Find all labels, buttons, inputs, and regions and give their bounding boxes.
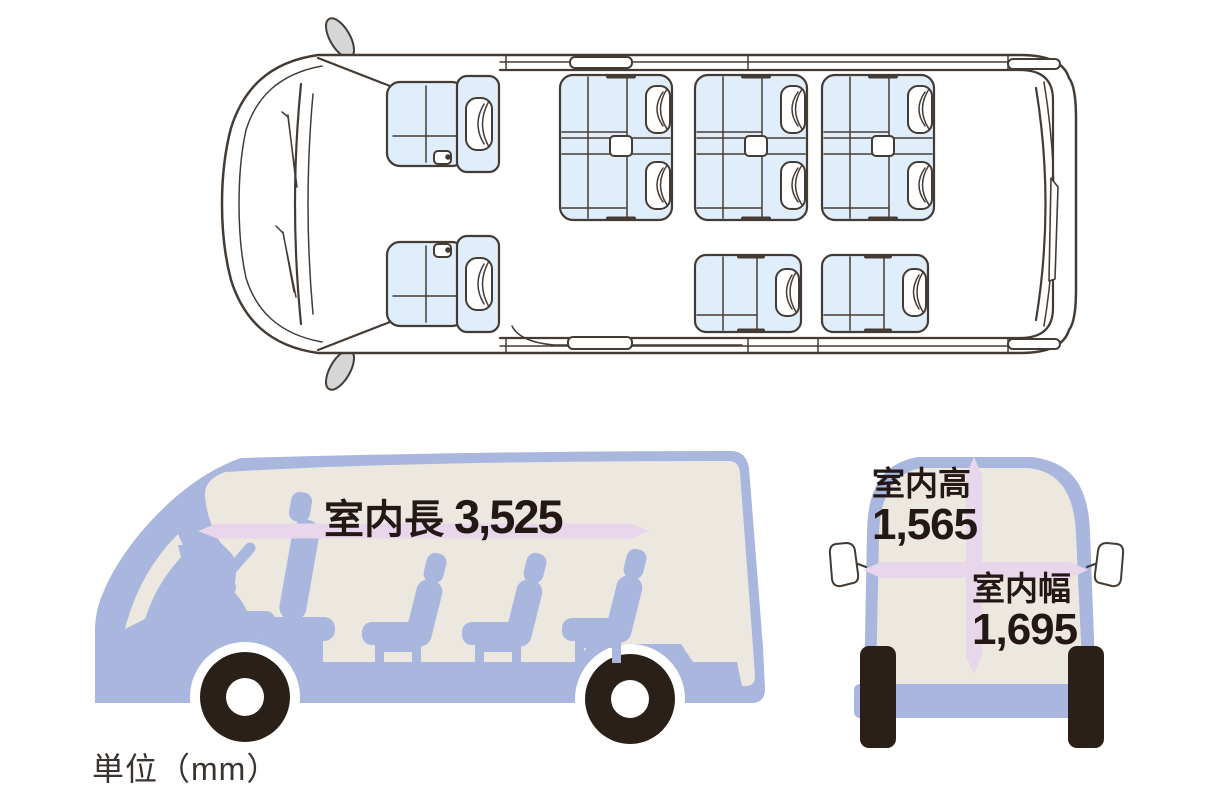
third-row-bench-seat — [693, 73, 809, 222]
interior-width-dimension: 室内幅 1,695 — [972, 570, 1078, 654]
seatbelt-buckle — [433, 150, 452, 165]
rear-view-left-mirror-icon — [828, 542, 860, 588]
rear-left-wheel — [860, 646, 896, 748]
rear-right-wheel — [1068, 646, 1104, 748]
fourth-row-single-seat — [820, 253, 930, 334]
front-bumper-line — [238, 65, 323, 343]
rear-bumper — [854, 684, 1104, 718]
interior-height-label: 室内高 — [872, 465, 971, 502]
window-sill — [1007, 58, 1061, 70]
steering-column — [209, 582, 237, 604]
interior-length-label: 室内長 — [324, 498, 444, 542]
steering-wheel-icon — [210, 542, 256, 593]
cowl-line — [307, 93, 314, 315]
unit-note: 単位（mm） — [92, 751, 280, 787]
van-rear-view-illustration — [828, 457, 1125, 748]
interior-width-label: 室内幅 — [972, 570, 1071, 607]
interior-height-value: 1,565 — [872, 500, 978, 549]
sliding-door-step — [511, 325, 743, 346]
rear-hub — [611, 680, 649, 718]
hood-highlight — [125, 534, 186, 629]
window-sill — [567, 336, 633, 350]
window-sill — [569, 56, 633, 69]
right-mirror-stem — [1085, 562, 1097, 569]
a-pillar-silhouette — [178, 545, 216, 578]
front-hub — [226, 678, 264, 716]
rear-view-right-mirror-icon — [1093, 542, 1125, 588]
seatbelt-buckle — [433, 243, 452, 258]
interior-width-value: 1,695 — [972, 605, 1078, 654]
left-mirror-stem — [856, 562, 868, 569]
interior-length-dimension: 室内長 3,525 — [324, 490, 564, 543]
rear-wiper-icon — [1048, 177, 1059, 282]
van-side-view-illustration — [95, 451, 765, 754]
van-top-view-illustration — [220, 17, 1078, 391]
interior-width-arrow — [863, 562, 1088, 578]
fourth-row-bench-seat — [820, 73, 936, 222]
driver-seat-side-view — [251, 491, 335, 641]
windshield-line — [293, 82, 303, 326]
wiper-icons — [275, 111, 298, 298]
rear-door-line — [1034, 86, 1047, 322]
seatbelt-anchor — [445, 247, 451, 253]
interior-length-arrow — [198, 523, 649, 539]
seatbelt-anchor — [445, 154, 451, 160]
interior-height-dimension: 室内高 1,565 — [872, 465, 978, 549]
second-row-bench-seat — [558, 73, 674, 222]
interior-length-value: 3,525 — [454, 490, 564, 543]
third-row-single-seat — [693, 253, 803, 334]
window-sill — [1007, 338, 1061, 350]
